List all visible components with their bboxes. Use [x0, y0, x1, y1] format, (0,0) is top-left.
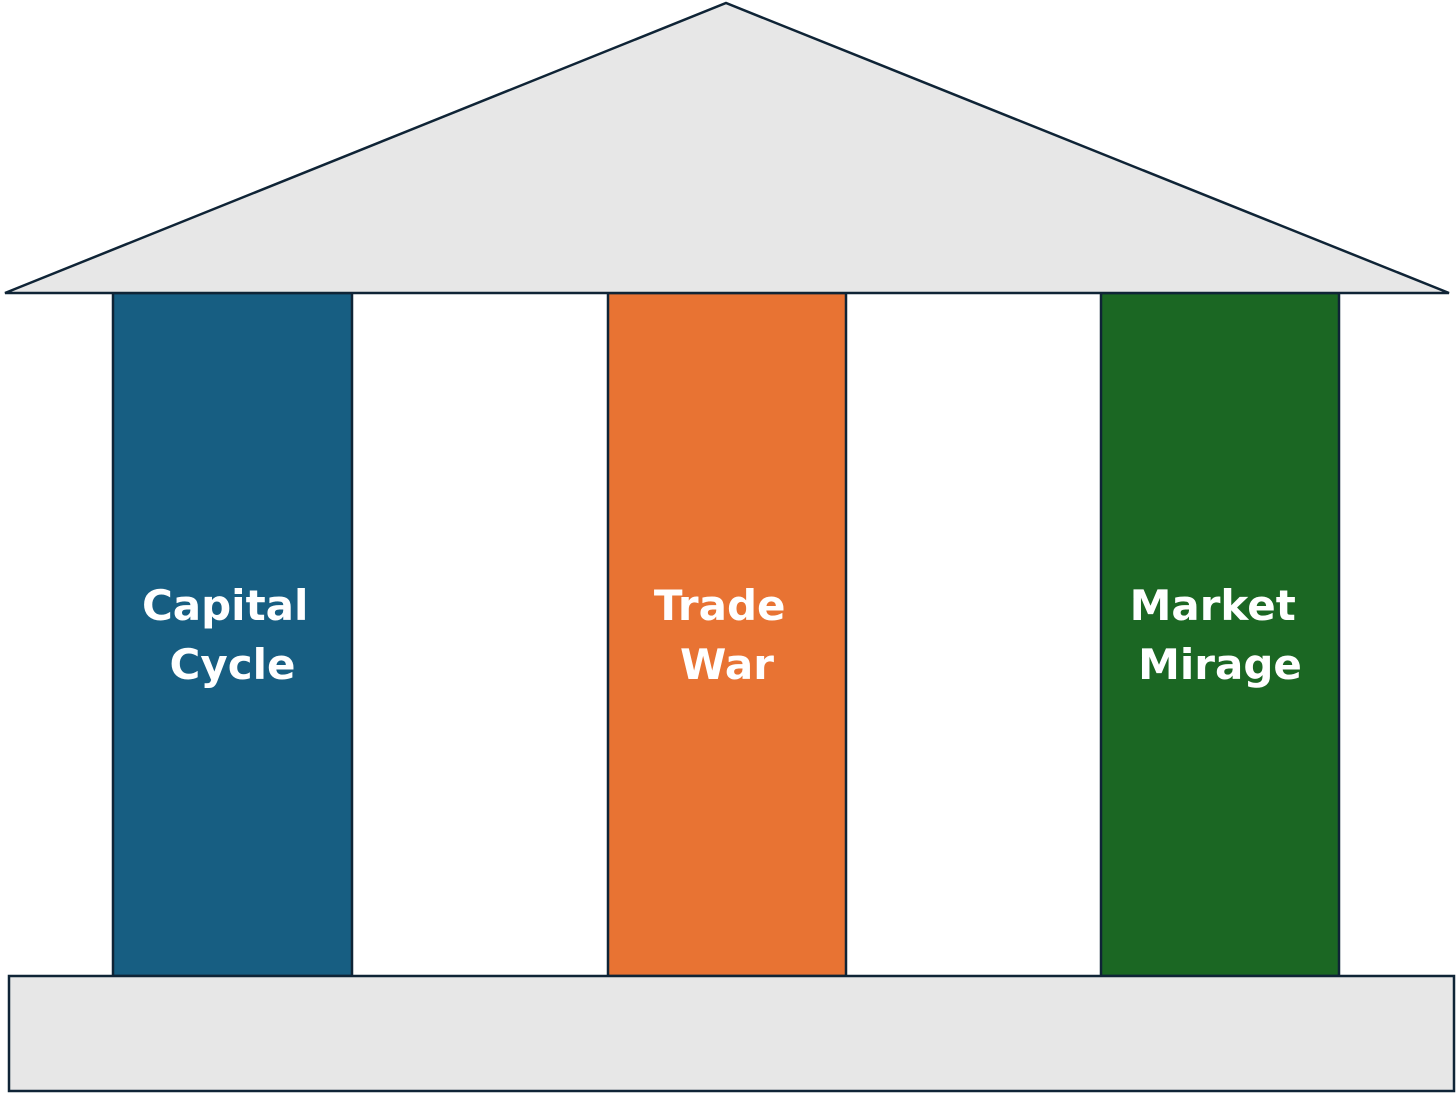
pillar-market-mirage-line2: Mirage	[1138, 640, 1302, 689]
pillar-capital-cycle-label: Capital Cycle	[142, 581, 323, 689]
pillar-trade-war-line2: War	[680, 640, 774, 689]
pillar-market-mirage-label: Market Mirage	[1130, 581, 1311, 689]
pillar-capital-cycle: Capital Cycle	[111, 291, 354, 978]
pillar-market-mirage-line1: Market	[1130, 581, 1296, 630]
pillar-capital-cycle-body	[111, 291, 354, 978]
pillar-capital-cycle-line2: Cycle	[170, 640, 296, 689]
pillar-trade-war-line1: Trade	[654, 581, 786, 630]
pillar-capital-cycle-line1: Capital	[142, 581, 308, 630]
pillar-market-mirage: Market Mirage	[1099, 291, 1341, 978]
pillar-market-mirage-body	[1099, 291, 1341, 978]
pillar-trade-war: Trade War	[606, 291, 848, 978]
temple-roof	[4, 1, 1450, 295]
pillar-trade-war-body	[606, 291, 848, 978]
temple-base	[7, 974, 1456, 1093]
pillar-trade-war-label: Trade War	[654, 581, 800, 689]
